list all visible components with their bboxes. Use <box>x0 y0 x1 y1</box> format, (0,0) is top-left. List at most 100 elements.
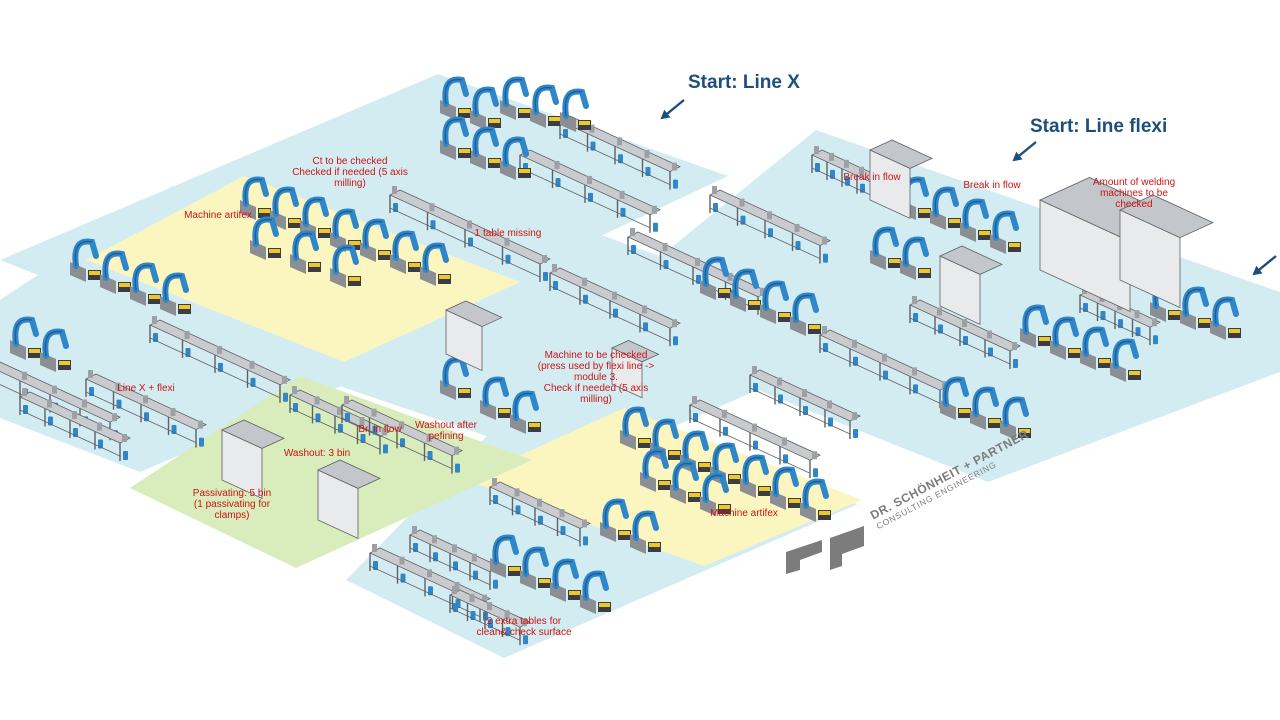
robot-arm-edge <box>744 456 763 483</box>
robot-arm-edge <box>994 212 1013 239</box>
workbench-monitor <box>554 160 560 169</box>
workbench-rail <box>709 207 821 259</box>
note-break-flow-small: Br. in flow <box>358 424 401 435</box>
robot-arm-edge <box>164 274 183 301</box>
robot-arm-edge <box>424 244 443 271</box>
machine-top <box>221 419 285 449</box>
robot-arm-edge <box>944 378 963 405</box>
robot-arm-edge <box>14 318 33 345</box>
robot-arm-edge <box>774 468 793 495</box>
chair <box>455 463 460 473</box>
workbench-monitor <box>469 594 475 603</box>
machine-top <box>869 139 933 169</box>
container-lid <box>599 603 610 607</box>
workbench-monitor <box>822 236 827 245</box>
machine-top <box>1119 194 1214 239</box>
robot-cell <box>360 218 391 262</box>
robot-arm-edge <box>684 432 703 459</box>
robot-cell <box>480 376 511 420</box>
workbench-monitor <box>760 287 765 296</box>
container-lid <box>959 409 970 413</box>
workbench-monitor <box>504 610 510 619</box>
workbench <box>85 370 207 448</box>
note-line-x-flexi: Line X + flexi <box>117 383 175 394</box>
robot-cell <box>560 88 591 132</box>
workbench-monitor <box>371 408 377 417</box>
robot-arm-edge <box>294 232 313 259</box>
workbench-monitor <box>822 326 827 334</box>
workbench-monitor <box>184 330 190 339</box>
container-lid <box>1169 311 1180 315</box>
robot-arm-edge <box>364 220 383 247</box>
robot-cell <box>800 478 831 522</box>
workbench-monitor <box>582 277 587 286</box>
start-label-line-flexi: Start: Line flexi <box>1030 116 1168 137</box>
workbench-monitor <box>399 421 404 430</box>
workbench-monitor <box>337 406 342 415</box>
robot-cell <box>530 84 561 128</box>
robot-arm-edge <box>934 188 953 215</box>
robot-cell <box>730 268 761 312</box>
container-lid <box>919 269 930 273</box>
workbench-monitor <box>282 375 287 384</box>
arrow-line-x <box>660 99 685 120</box>
workbench-monitor <box>662 242 668 251</box>
robot-cell <box>960 198 991 242</box>
robot-arm-edge <box>334 210 353 237</box>
workbench-monitor <box>752 423 757 432</box>
robot-cell <box>250 216 281 260</box>
workbench-monitor <box>47 399 52 408</box>
robot-cell <box>390 230 421 274</box>
container-lid <box>259 209 270 213</box>
robot-arm-edge <box>134 264 153 291</box>
workbench-monitor <box>412 526 417 534</box>
note-line: 1 table missing <box>474 228 542 239</box>
workbench-monitor <box>399 556 405 565</box>
workbench-monitor <box>552 264 557 272</box>
workbench-monitor <box>859 166 864 175</box>
note-line: Washout after <box>415 420 477 431</box>
robot-arm-edge <box>764 282 783 309</box>
workbench-monitor <box>112 413 117 422</box>
container-lid <box>119 283 130 287</box>
workbench-monitor <box>987 330 992 339</box>
workbench <box>341 396 463 474</box>
container-lid <box>819 511 830 515</box>
robot-arm-edge <box>554 560 573 587</box>
workbench-monitor <box>372 544 377 552</box>
workbench-monitor <box>1152 318 1157 327</box>
robot-cell <box>550 558 581 602</box>
robot-cell <box>580 570 611 614</box>
container-lid <box>989 419 1000 423</box>
container-lid <box>569 591 580 595</box>
note-line: (1 passivating for <box>193 499 271 510</box>
workbench-monitor <box>695 257 700 266</box>
note-line: Checked if needed (5 axis <box>292 167 408 178</box>
workbench-monitor <box>782 437 787 446</box>
workbench-monitor <box>722 409 727 418</box>
container-lid <box>409 263 420 267</box>
workbench <box>549 264 681 347</box>
workbench-monitor <box>644 149 650 158</box>
robot-arm-edge <box>804 480 823 507</box>
note-table-missing: 1 table missing <box>475 228 542 239</box>
workbench-rail <box>489 499 581 542</box>
robot-arm-edge <box>874 228 893 255</box>
workbench-monitor <box>22 388 27 396</box>
container-lid <box>179 305 190 309</box>
chair <box>1153 335 1158 345</box>
container-lid <box>749 301 760 305</box>
workbench-rail <box>819 347 941 404</box>
robot-cell <box>970 386 1001 430</box>
robot-arm-edge <box>964 200 983 227</box>
robot-cell <box>1050 316 1081 360</box>
chair <box>493 579 498 589</box>
note-line: Ct to be checked <box>312 156 388 167</box>
workbench-monitor <box>794 223 800 232</box>
robot-arm-edge <box>534 86 553 113</box>
robot-cell <box>630 510 661 554</box>
robot-cell <box>790 292 821 336</box>
